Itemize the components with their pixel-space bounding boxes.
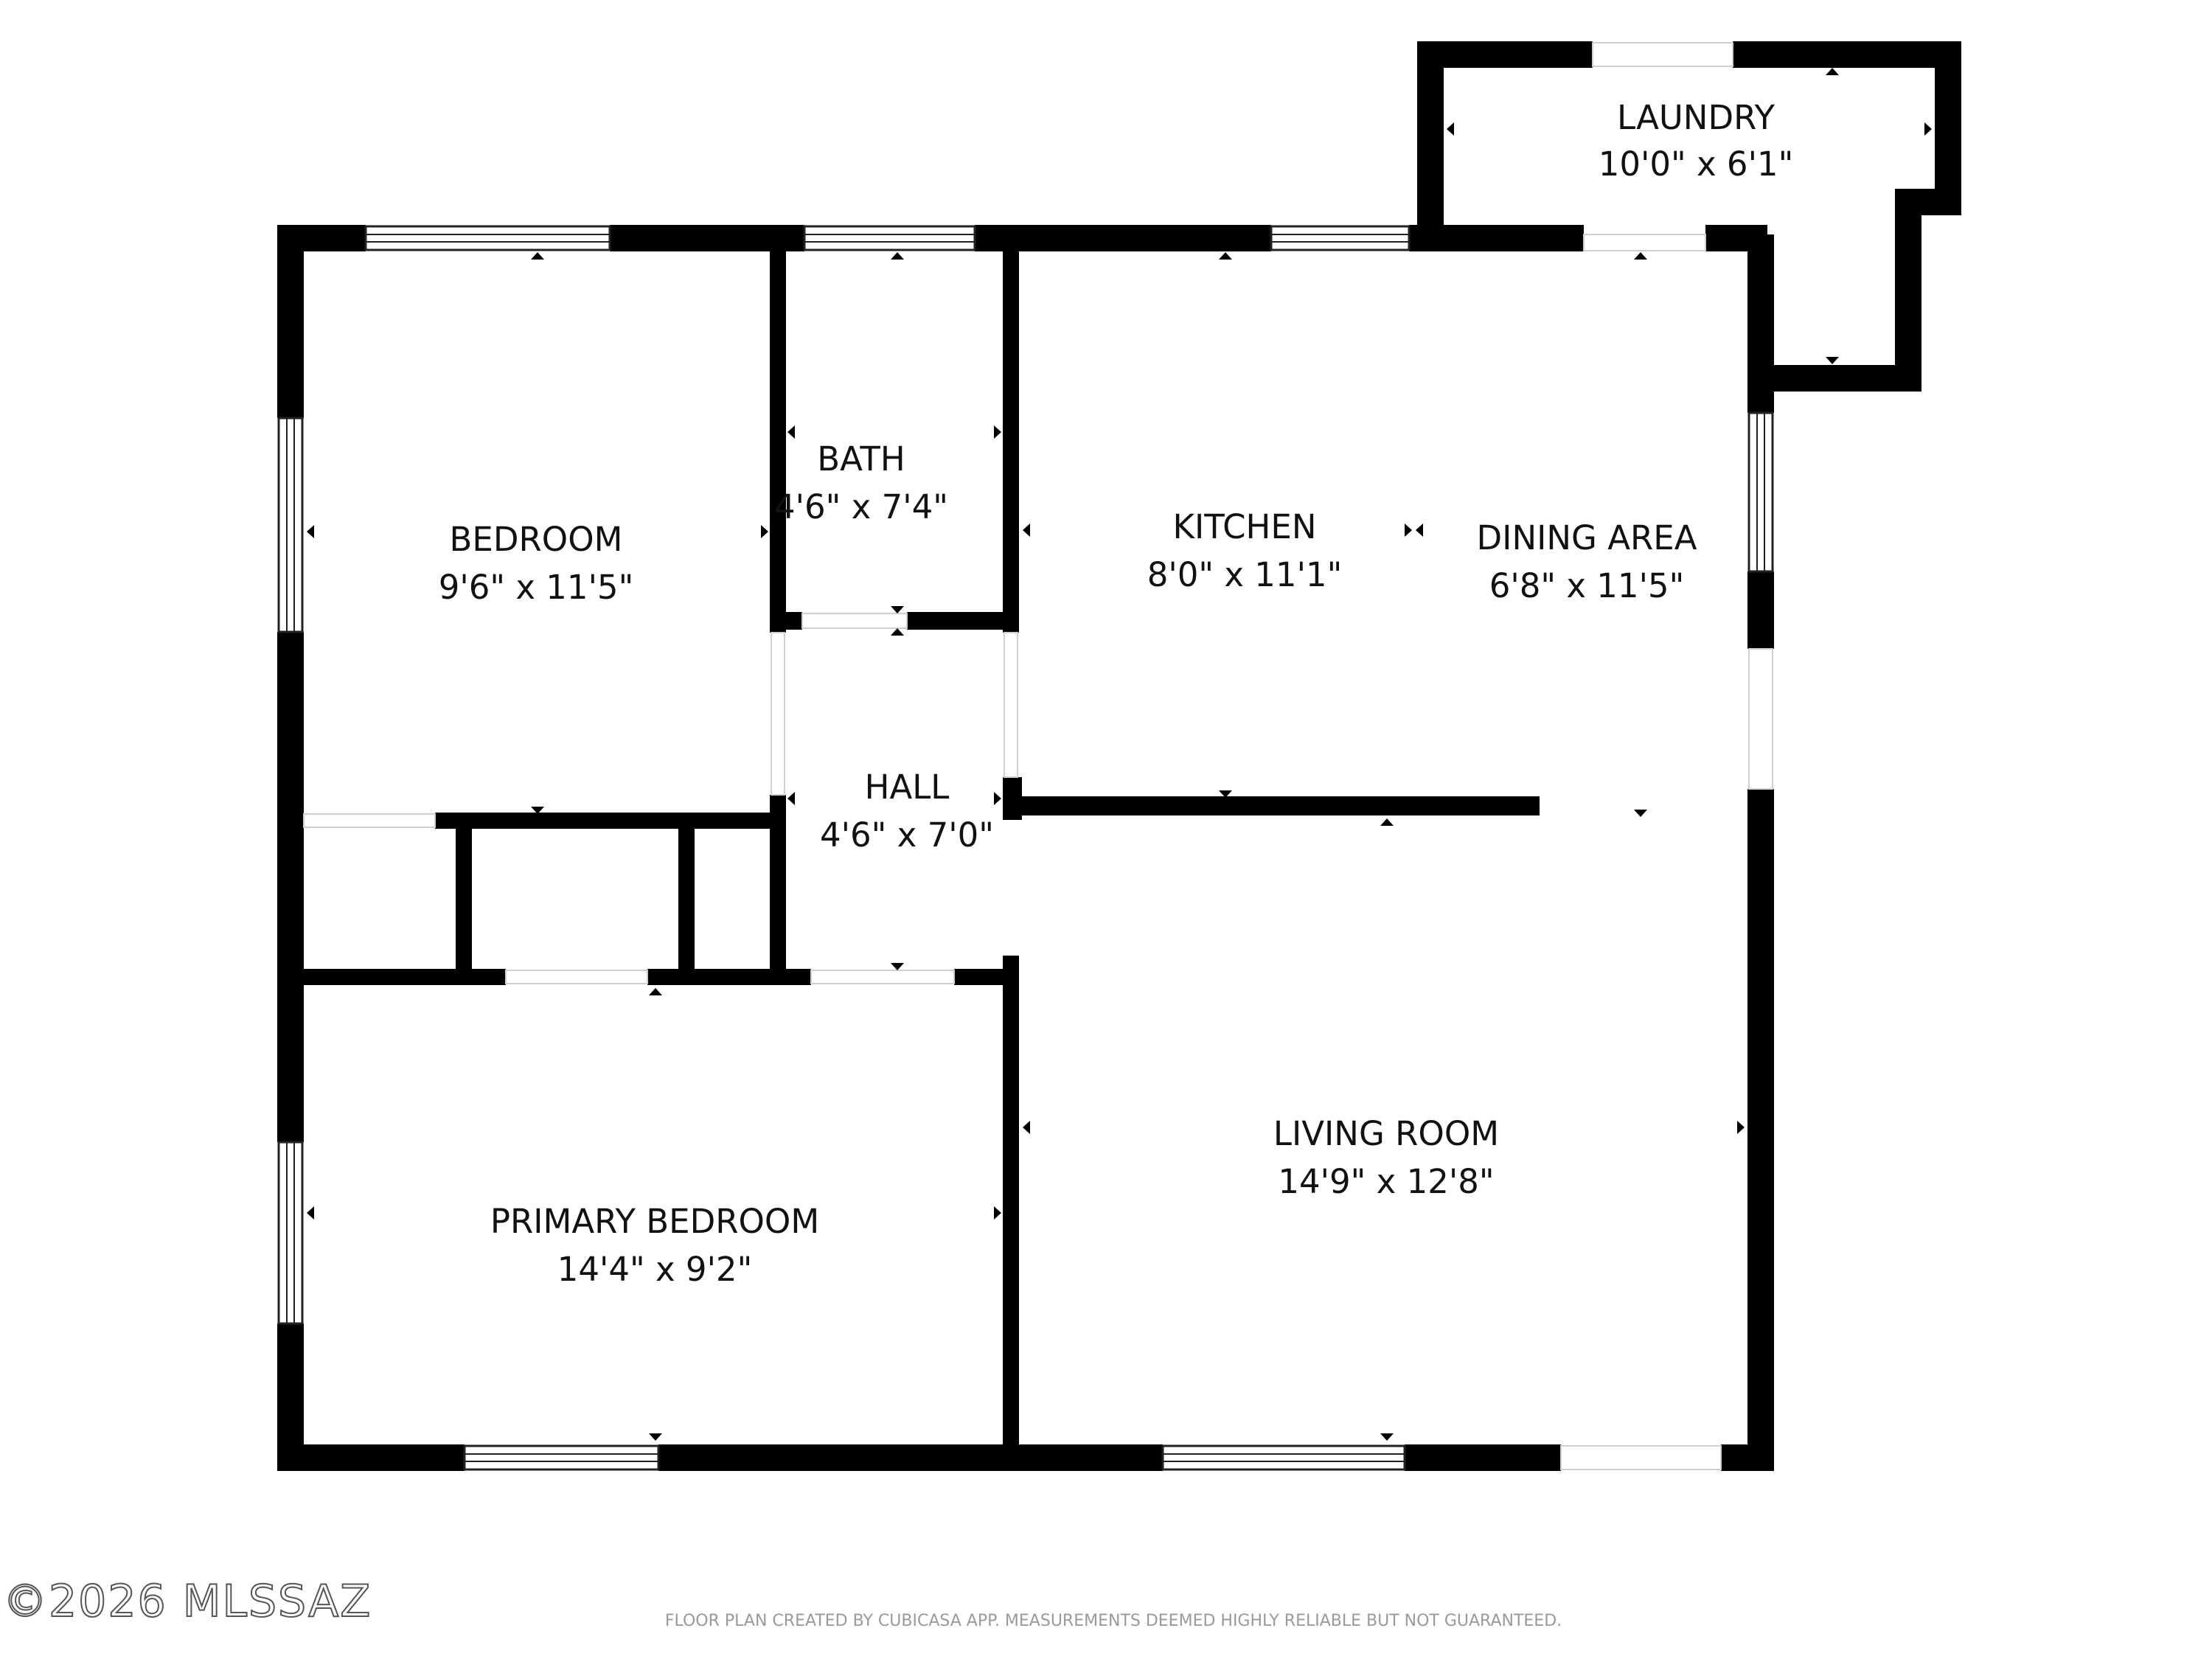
wall-laundry-right [1935, 41, 1961, 215]
wall-laundry-top-b [1733, 41, 1961, 68]
hall-size: 4'6" x 7'0" [820, 815, 994, 855]
hall-name: HALL [865, 768, 950, 807]
wall-hall-right-top [1003, 777, 1022, 820]
window-sashes [286, 234, 1765, 1462]
wall-laundry-left [1417, 41, 1444, 237]
window-bedroom-top [364, 225, 611, 251]
wall-bath-kitchen [1003, 234, 1019, 633]
doorway-laundry-kitchen [1583, 234, 1706, 251]
bath-size: 4'6" x 7'4" [774, 487, 948, 526]
living-size: 14'9" x 12'8" [1278, 1162, 1494, 1201]
doorway-primary-closet [505, 970, 648, 984]
wall-top-c [975, 225, 1271, 251]
opening-hall-kitchen [1004, 632, 1018, 778]
dining-size: 6'8" x 11'5" [1489, 566, 1685, 605]
wall-bath-bottom-b [907, 612, 1018, 630]
wall-bedroom-bath [770, 234, 786, 633]
wall-right-b [1747, 571, 1774, 649]
kitchen-name: KITCHEN [1173, 507, 1317, 546]
window-primary-bottom [463, 1444, 660, 1471]
kitchen-size: 8'0" x 11'1" [1147, 555, 1343, 594]
walls [277, 41, 1961, 1471]
doorway-dining-right [1748, 648, 1773, 790]
doorway-laundry-top [1592, 42, 1733, 67]
window-bedroom-left [277, 417, 304, 633]
doorways [303, 42, 1773, 1470]
wall-closet-top [435, 813, 786, 829]
wall-closet-bottom-a [277, 969, 506, 985]
wall-closet-bottom-b [647, 969, 811, 985]
wall-closet-divider-a [456, 813, 472, 976]
bedroom-size: 9'6" x 11'5" [439, 568, 634, 607]
wall-bottom-c [1405, 1444, 1561, 1471]
tick-marks [307, 68, 1932, 1441]
footer-disclaimer: FLOOR PLAN CREATED BY CUBICASA APP. MEAS… [665, 1612, 1562, 1630]
doorway-front [1560, 1445, 1722, 1470]
wall-kitchen-living [1019, 796, 1540, 815]
wall-living-left [1003, 956, 1019, 1464]
bath-name: BATH [817, 439, 905, 479]
mls-watermark: ©2026 MLSSAZ [3, 1576, 372, 1627]
wall-bottom-a [277, 1444, 465, 1471]
windows [277, 225, 1774, 1471]
window-kitchen-top [1270, 225, 1411, 251]
doorway-primary-hall [810, 970, 955, 984]
window-living-bottom [1161, 1444, 1406, 1471]
wall-laundry-top-a [1417, 41, 1593, 68]
wall-laundry-bottom [1747, 365, 1921, 392]
laundry-name: LAUNDRY [1617, 98, 1775, 137]
window-primary-left [277, 1141, 304, 1325]
opening-hall-bedroom [771, 632, 785, 796]
primary-size: 14'4" x 9'2" [557, 1250, 753, 1289]
primary-name: PRIMARY BEDROOM [490, 1202, 819, 1241]
wall-bath-stub [770, 795, 786, 972]
doorway-bath [801, 613, 908, 629]
wall-bottom-b [658, 1444, 1163, 1471]
room-labels: LAUNDRY 10'0" x 6'1" BEDROOM 9'6" x 11'5… [439, 98, 1794, 1289]
laundry-size: 10'0" x 6'1" [1599, 145, 1794, 184]
wall-bath-bottom-a [770, 612, 802, 630]
wall-laundry-step [1895, 189, 1921, 392]
wall-right-c [1747, 789, 1774, 1471]
window-bath-top [803, 225, 976, 251]
living-name: LIVING ROOM [1273, 1114, 1499, 1153]
wall-closet-bottom-c [954, 969, 1018, 985]
wall-closet-divider-b [678, 813, 695, 976]
doorway-closet [303, 813, 436, 828]
wall-left-b [277, 632, 304, 1142]
wall-left-a [277, 225, 304, 418]
window-dining-right [1747, 411, 1774, 573]
bedroom-name: BEDROOM [450, 520, 623, 559]
dining-name: DINING AREA [1477, 518, 1697, 557]
